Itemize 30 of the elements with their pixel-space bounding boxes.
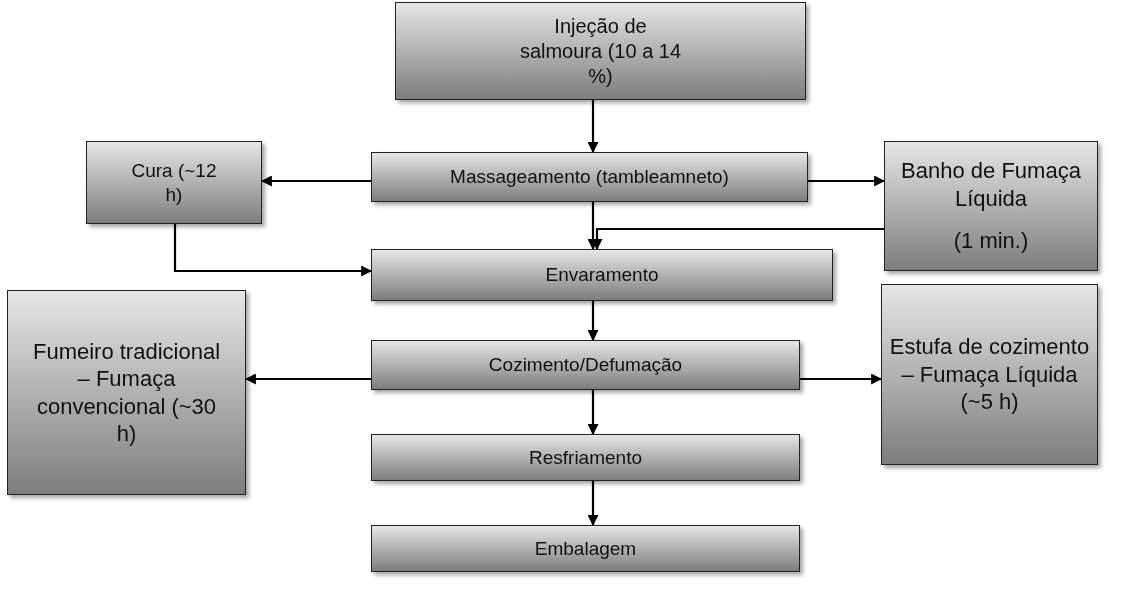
step-label: Injeção de salmoura (10 a 14 %) xyxy=(518,13,683,89)
step-label: Estufa de cozimento – Fumaça Líquida (~5 h) xyxy=(888,333,1091,416)
process-box xyxy=(371,340,800,390)
arrow xyxy=(808,175,886,187)
step-label: Fumeiro tradicional – Fumaça convencional (~30 h) xyxy=(31,337,222,448)
arrow xyxy=(244,373,371,385)
arrow xyxy=(173,224,373,277)
process-box xyxy=(884,141,1098,271)
process-box xyxy=(7,290,246,495)
arrow xyxy=(260,175,371,187)
arrow xyxy=(587,301,599,342)
process-box xyxy=(371,249,833,301)
process-box xyxy=(86,141,262,224)
arrow xyxy=(587,100,599,154)
process-box xyxy=(395,2,806,100)
step-label: Embalagem xyxy=(534,536,637,561)
step-label: Envaramento xyxy=(545,263,659,287)
step-label: Cura (~12 h) xyxy=(130,158,218,207)
arrow xyxy=(587,481,599,527)
step-label: Massageamento (tambleamneto) xyxy=(450,165,729,189)
process-box xyxy=(371,152,808,202)
step-label: Banho de Fumaça Líquida xyxy=(900,157,1082,213)
arrow xyxy=(800,373,883,385)
step-label: Resfriamento xyxy=(529,445,642,470)
process-box xyxy=(881,284,1098,465)
process-box xyxy=(371,434,800,481)
arrow xyxy=(587,390,599,436)
process-box xyxy=(371,525,800,572)
step-label: Cozimento/Defumação xyxy=(488,353,683,377)
step-label: (1 min.) xyxy=(953,227,1029,255)
